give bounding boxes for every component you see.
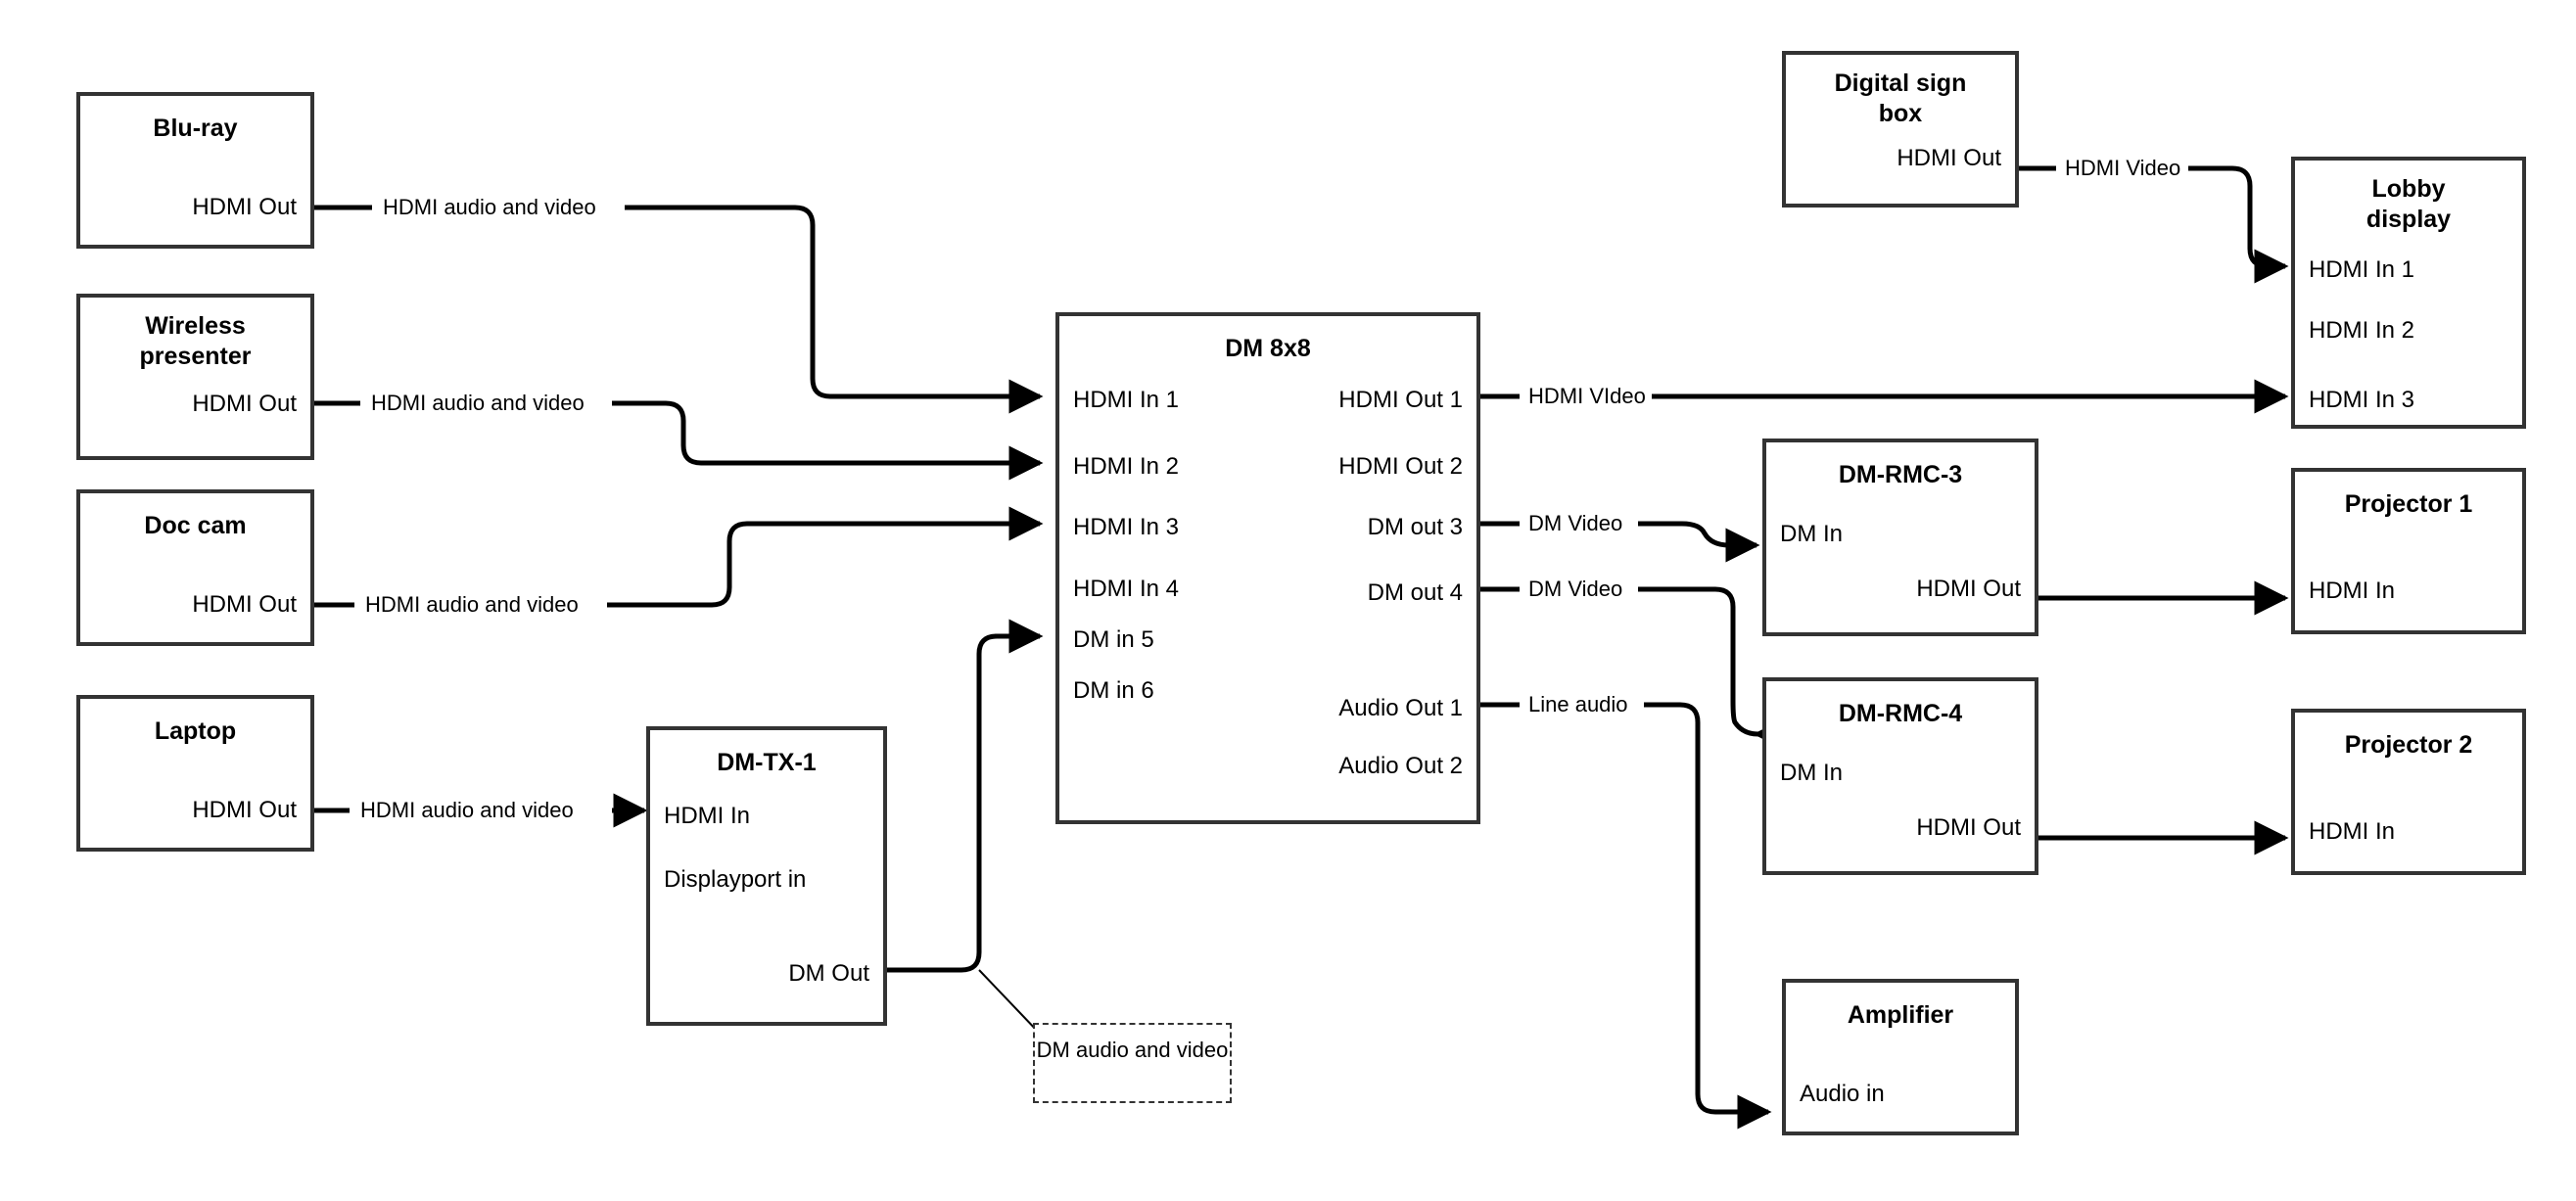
node-amplifier[interactable]: Amplifier Audio in xyxy=(1782,979,2019,1135)
port-dm-tx-1-hdmi-in[interactable]: HDMI In xyxy=(664,803,751,829)
node-projector-1[interactable]: Projector 1 HDMI In xyxy=(2291,468,2526,634)
node-amplifier-title: Amplifier xyxy=(1847,1001,1954,1029)
wire-label-dm-video-4: DM Video xyxy=(1523,577,1628,601)
callout-dm-audio-and-video: DM audio and video xyxy=(1033,1023,1232,1103)
callout-leader-line xyxy=(978,969,1041,1035)
node-dm-8x8-title: DM 8x8 xyxy=(1225,335,1311,362)
wire-dm8x8-audio1-to-amp xyxy=(1644,702,1772,1130)
node-bluray-title: Blu-ray xyxy=(153,115,238,142)
wire-label-hdmi-av-1: HDMI audio and video xyxy=(378,196,601,219)
port-dm-8x8-dm-out-4[interactable]: DM out 4 xyxy=(1367,579,1463,606)
port-dm-8x8-hdmi-in-3[interactable]: HDMI In 3 xyxy=(1073,514,1180,540)
node-lobby-display[interactable]: Lobby display HDMI In 1 HDMI In 2 HDMI I… xyxy=(2291,157,2526,429)
port-dm-8x8-hdmi-in-2[interactable]: HDMI In 2 xyxy=(1073,453,1180,480)
port-dm-8x8-dm-in-6[interactable]: DM in 6 xyxy=(1073,677,1154,704)
port-dm-8x8-audio-out-2[interactable]: Audio Out 2 xyxy=(1338,753,1463,779)
node-wireless-presenter-title-line2: presenter xyxy=(139,343,252,370)
node-digital-sign-box-title-line2: box xyxy=(1878,100,1923,127)
node-dm-rmc-3-title: DM-RMC-3 xyxy=(1838,461,1963,488)
wire-label-hdmi-video-sign: HDMI Video xyxy=(2060,157,2186,180)
port-dm-8x8-dm-in-5[interactable]: DM in 5 xyxy=(1073,626,1154,653)
callout-text: DM audio and video xyxy=(1036,1038,1229,1062)
port-dm-tx-1-dm-out[interactable]: DM Out xyxy=(788,960,869,987)
node-bluray[interactable]: Blu-ray HDMI Out xyxy=(76,92,314,249)
port-dm-rmc-3-dm-in[interactable]: DM In xyxy=(1780,521,1844,547)
node-lobby-display-title-line2: display xyxy=(2365,206,2452,233)
wire-dm8x8-out4-to-rmc4 xyxy=(1638,586,1788,752)
port-dm-8x8-hdmi-in-4[interactable]: HDMI In 4 xyxy=(1073,576,1180,602)
node-dm-tx-1-title: DM-TX-1 xyxy=(717,749,817,776)
wire-label-line-audio: Line audio xyxy=(1523,693,1633,716)
wire-sign-to-lobby1 xyxy=(2188,165,2289,284)
node-laptop[interactable]: Laptop HDMI Out xyxy=(76,695,314,852)
wire-doccam-to-dm8x8 xyxy=(607,506,1044,608)
wire-label-hdmi-av-3: HDMI audio and video xyxy=(360,593,584,617)
wire-wireless-to-dm8x8 xyxy=(612,400,1044,481)
port-lobby-display-hdmi-in-2[interactable]: HDMI In 2 xyxy=(2309,317,2415,344)
port-dm-8x8-hdmi-in-1[interactable]: HDMI In 1 xyxy=(1073,387,1180,413)
port-doc-cam-hdmi-out[interactable]: HDMI Out xyxy=(192,591,297,618)
wire-dmtx-to-dm8x8 xyxy=(887,619,1044,973)
node-wireless-presenter-title-line1: Wireless xyxy=(145,312,246,340)
wire-label-hdmi-av-4: HDMI audio and video xyxy=(355,799,579,822)
port-bluray-hdmi-out[interactable]: HDMI Out xyxy=(192,194,297,220)
node-projector-2[interactable]: Projector 2 HDMI In xyxy=(2291,709,2526,875)
node-doc-cam[interactable]: Doc cam HDMI Out xyxy=(76,489,314,646)
node-projector-1-title: Projector 1 xyxy=(2344,490,2473,518)
port-lobby-display-hdmi-in-3[interactable]: HDMI In 3 xyxy=(2309,387,2415,413)
wire-bluray-to-dm8x8 xyxy=(625,205,1044,414)
port-dm-8x8-audio-out-1[interactable]: Audio Out 1 xyxy=(1338,695,1463,721)
node-laptop-title: Laptop xyxy=(154,717,237,745)
port-dm-tx-1-displayport-in[interactable]: Displayport in xyxy=(664,866,807,893)
node-dm-tx-1[interactable]: DM-TX-1 HDMI In Displayport in DM Out xyxy=(646,726,887,1026)
port-digital-sign-box-hdmi-out[interactable]: HDMI Out xyxy=(1897,145,2001,171)
wire-dm8x8-out3-to-rmc3 xyxy=(1638,521,1760,563)
wire-label-hdmi-video-out1: HDMI VIdeo xyxy=(1523,385,1651,408)
node-doc-cam-title: Doc cam xyxy=(144,512,247,539)
port-dm-8x8-hdmi-out-2[interactable]: HDMI Out 2 xyxy=(1338,453,1463,480)
node-lobby-display-title-line1: Lobby xyxy=(2371,175,2446,203)
node-dm-8x8[interactable]: DM 8x8 HDMI In 1 HDMI In 2 HDMI In 3 HDM… xyxy=(1055,312,1480,824)
port-dm-rmc-3-hdmi-out[interactable]: HDMI Out xyxy=(1916,576,2021,602)
node-projector-2-title: Projector 2 xyxy=(2344,731,2473,759)
node-digital-sign-box[interactable]: Digital sign box HDMI Out xyxy=(1782,51,2019,208)
node-dm-rmc-4[interactable]: DM-RMC-4 DM In HDMI Out xyxy=(1762,677,2038,875)
port-dm-8x8-hdmi-out-1[interactable]: HDMI Out 1 xyxy=(1338,387,1463,413)
port-projector-2-hdmi-in[interactable]: HDMI In xyxy=(2309,818,2396,845)
port-lobby-display-hdmi-in-1[interactable]: HDMI In 1 xyxy=(2309,256,2415,283)
port-amplifier-audio-in[interactable]: Audio in xyxy=(1800,1081,1885,1107)
wire-label-dm-video-3: DM Video xyxy=(1523,512,1628,535)
port-laptop-hdmi-out[interactable]: HDMI Out xyxy=(192,797,297,823)
node-wireless-presenter[interactable]: Wireless presenter HDMI Out xyxy=(76,294,314,460)
node-dm-rmc-4-title: DM-RMC-4 xyxy=(1838,700,1963,727)
port-wireless-presenter-hdmi-out[interactable]: HDMI Out xyxy=(192,391,297,417)
port-dm-rmc-4-dm-in[interactable]: DM In xyxy=(1780,760,1844,786)
port-projector-1-hdmi-in[interactable]: HDMI In xyxy=(2309,577,2396,604)
wire-label-hdmi-av-2: HDMI audio and video xyxy=(366,392,589,415)
port-dm-rmc-4-hdmi-out[interactable]: HDMI Out xyxy=(1916,814,2021,841)
port-dm-8x8-dm-out-3[interactable]: DM out 3 xyxy=(1367,514,1463,540)
node-digital-sign-box-title-line1: Digital sign xyxy=(1834,69,1967,97)
node-dm-rmc-3[interactable]: DM-RMC-3 DM In HDMI Out xyxy=(1762,439,2038,636)
